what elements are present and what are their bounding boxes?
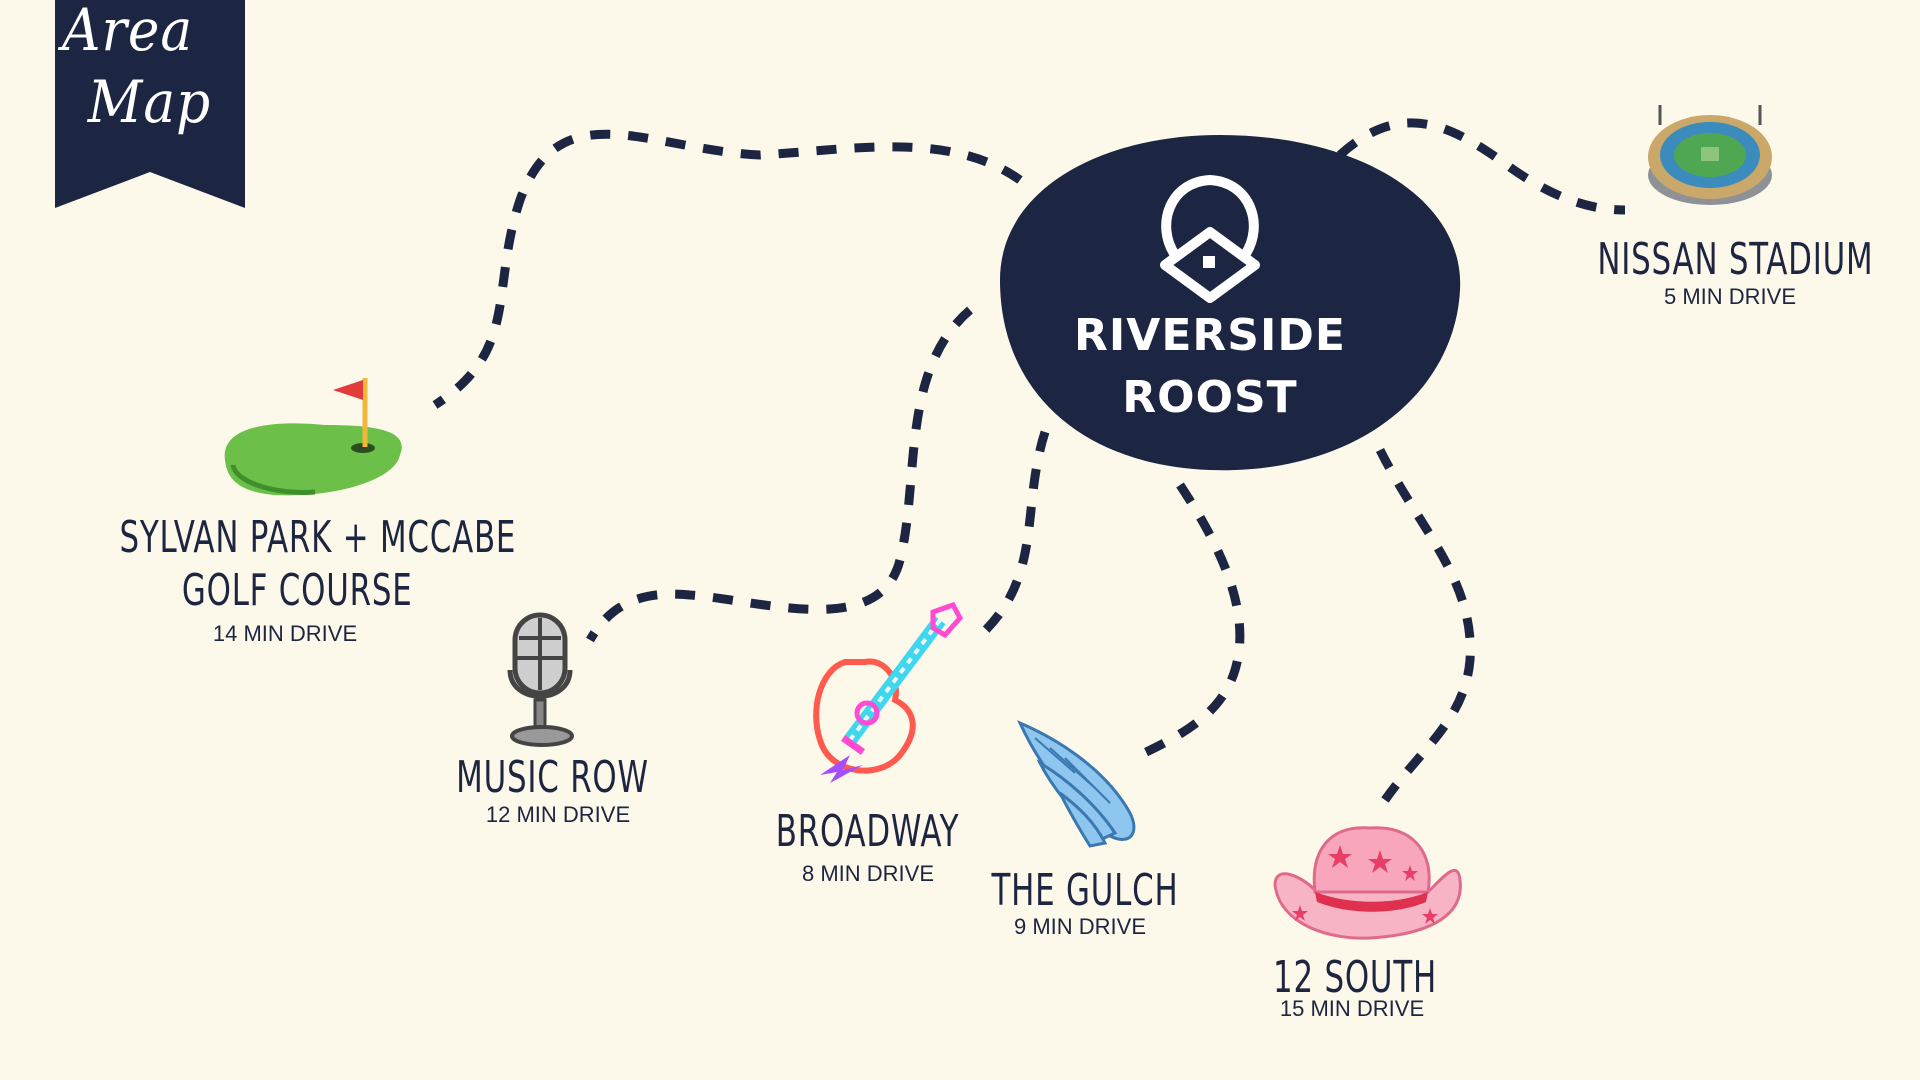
route-broadway [972, 430, 1050, 644]
area-map-banner [55, 0, 245, 208]
microphone-icon [507, 612, 574, 747]
route-sylvan-park [432, 129, 1023, 409]
hub-title: RIVERSIDE ROOST [1000, 305, 1420, 429]
route-the-gulch [1127, 482, 1245, 765]
nissan-stadium-time: 5 MIN DRIVE [1663, 284, 1797, 309]
route-music-row [586, 306, 973, 643]
stadium-icon [1648, 105, 1772, 205]
neon-guitar-icon [813, 601, 964, 783]
the-gulch-time: 9 MIN DRIVE [1013, 914, 1147, 939]
angel-wing-icon [1017, 720, 1136, 848]
hub-title-line-2: ROOST [1122, 372, 1298, 423]
riverside-roost-hub [1000, 135, 1461, 471]
sylvan-park-name-line-2: GOLF COURSE [181, 565, 413, 616]
banner-line-2: Map [87, 68, 212, 136]
golf-green-icon [224, 378, 402, 496]
sylvan-park-time: 14 MIN DRIVE [212, 621, 358, 646]
music-row-time: 12 MIN DRIVE [485, 802, 631, 827]
broadway-time: 8 MIN DRIVE [801, 861, 935, 886]
route-12-south [1375, 447, 1475, 803]
sylvan-park-name-line-1: SYLVAN PARK + MCCABE [119, 512, 517, 563]
12-south-name: 12 SOUTH [1273, 952, 1437, 1003]
route-nissan-stadium [1336, 118, 1626, 215]
banner-title: Area Map [62, 0, 237, 138]
the-gulch-name: THE GULCH [991, 865, 1179, 916]
nissan-stadium-name: NISSAN STADIUM [1597, 234, 1874, 285]
hub-title-line-1: RIVERSIDE [1074, 310, 1346, 361]
broadway-name: BROADWAY [775, 806, 960, 857]
music-row-name: MUSIC ROW [456, 752, 649, 803]
banner-line-1: Area [62, 0, 194, 64]
pink-cowboy-hat-icon [1273, 826, 1462, 940]
house-location-logo-icon [1160, 175, 1260, 303]
12-south-time: 15 MIN DRIVE [1279, 996, 1425, 1021]
